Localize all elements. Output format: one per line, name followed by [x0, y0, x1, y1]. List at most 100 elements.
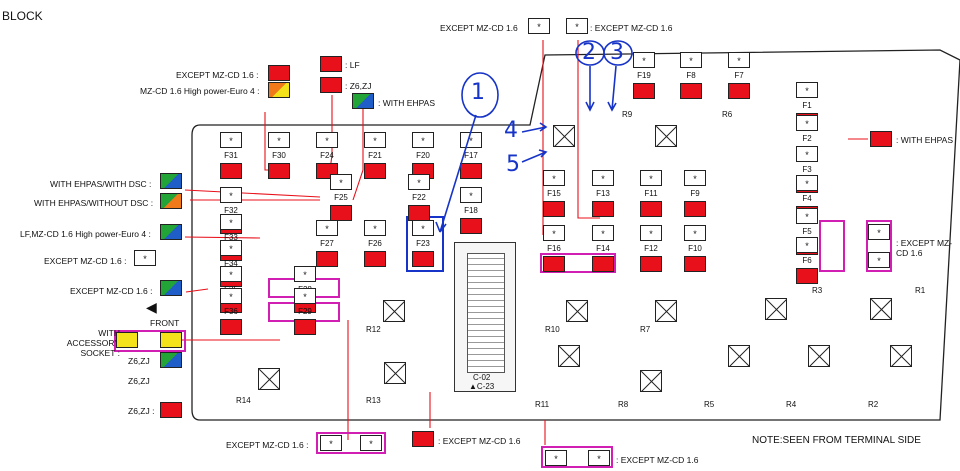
star-bottom-a1: * [320, 435, 342, 451]
fuse-f6-top: * [796, 237, 818, 253]
diagram-title: BLOCK [2, 9, 43, 23]
fuse-f34-top: * [220, 240, 242, 256]
chip-z6zj-c [160, 402, 182, 418]
relay-label-r13: R13 [366, 396, 381, 405]
fuse-label-f8: F8 [686, 71, 696, 80]
fuse-f6-bottom [796, 268, 818, 284]
connector-label-a: C-02 [473, 373, 491, 382]
relay-label-r9: R9 [622, 110, 633, 119]
fuse-label-f18: F18 [464, 206, 478, 215]
fuse-label-f14: F14 [596, 244, 610, 253]
fuse-f25-bottom [330, 205, 352, 221]
relay-label-r12: R12 [366, 325, 381, 334]
fuse-f11-top: * [640, 170, 662, 186]
fuse-f10-top: * [684, 225, 706, 241]
relay-label-r1: R1 [915, 286, 926, 295]
star-bottom-c2: * [588, 450, 610, 466]
relay-label-r4: R4 [786, 400, 797, 409]
fuse-label-f30: F30 [272, 151, 286, 160]
fuse-ehpas-top [352, 93, 374, 109]
fuse-red-chip [268, 65, 290, 81]
fuse-f30-bottom [268, 163, 290, 179]
fuse-f11-bottom [640, 201, 662, 217]
fuse-f24-top: * [316, 132, 338, 148]
label-lf: : LF [345, 60, 360, 70]
annotation-4: 4 [504, 118, 518, 143]
star-top-b: * [566, 18, 588, 34]
star-except1: * [134, 250, 156, 266]
fuse-label-f15: F15 [547, 189, 561, 198]
arrow-left-icon: ◀ [146, 299, 157, 315]
chip-accessory-b [160, 332, 182, 348]
fuse-f4-top: * [796, 175, 818, 191]
relay-r8 [640, 370, 662, 392]
fuse-f26-top: * [364, 220, 386, 236]
fuse-label-f29: F29 [298, 307, 312, 316]
fuse-label-f31: F31 [224, 151, 238, 160]
fuse-f12-top: * [640, 225, 662, 241]
relay-label-r11: R11 [535, 400, 550, 409]
annotation-2: 2 [582, 40, 596, 65]
highlight-except-bottom-left [316, 432, 386, 454]
relay-r1 [870, 298, 892, 320]
relay-label-r7: R7 [640, 325, 651, 334]
fuse-f26-bottom [364, 251, 386, 267]
label-except-bottom-a: EXCEPT MZ-CD 1.6 : [226, 440, 309, 450]
fuse-f19-bottom [633, 83, 655, 99]
fuse-f21-top: * [364, 132, 386, 148]
fuse-label-f3: F3 [802, 165, 812, 174]
relay-r12 [383, 300, 405, 322]
star-bottom-c1: * [545, 450, 567, 466]
fuse-f12-bottom [640, 256, 662, 272]
fuse-f19-top: * [633, 52, 655, 68]
label-accessory: WITH ACCESSORY SOCKET : [66, 328, 120, 358]
fuse-f20-top: * [412, 132, 434, 148]
chip-with-ehpas-right [870, 131, 892, 147]
fuse-f17-bottom [460, 163, 482, 179]
label-with-ehpas-top: : WITH EHPAS [378, 98, 435, 108]
relay-label-r10: R10 [545, 325, 560, 334]
fuse-f8-bottom [680, 83, 702, 99]
annotation-3: 3 [610, 40, 624, 65]
fuse-f36-top: * [220, 288, 242, 304]
relay-label-r14: R14 [236, 396, 251, 405]
relay-r2 [890, 345, 912, 367]
fuse-f8-top: * [680, 52, 702, 68]
chip-ehpas-no-dsc [160, 193, 182, 209]
relay-r13 [384, 362, 406, 384]
fuse-label-f33: F33 [224, 233, 238, 242]
fuse-label-f12: F12 [644, 244, 658, 253]
fuse-f9-bottom [684, 201, 706, 217]
relay-label-r3: R3 [812, 286, 823, 295]
annotation-5: 5 [506, 152, 520, 177]
relay-r9 [553, 125, 575, 147]
relay-r5 [728, 345, 750, 367]
fuse-f27-top: * [316, 220, 338, 236]
connector-c02: C-02 ▲C-23 [454, 242, 516, 392]
fuse-f27-bottom [316, 251, 338, 267]
fuse-f21-bottom [364, 163, 386, 179]
label-lf-high: LF,MZ-CD 1.6 High power-Euro 4 : [20, 229, 151, 239]
label-except2: EXCEPT MZ-CD 1.6 : [70, 286, 153, 296]
relay-r7 [655, 300, 677, 322]
fuse-label-f21: F21 [368, 151, 382, 160]
star-right-b: * [868, 252, 890, 268]
fuse-label-f17: F17 [464, 151, 478, 160]
fuse-f13-bottom [592, 201, 614, 217]
annotation-1: 1 [471, 80, 485, 105]
fuse-label-f6: F6 [802, 256, 812, 265]
fuse-f9-top: * [684, 170, 706, 186]
fuse-label-f22: F22 [412, 193, 426, 202]
label-z6zj-b: Z6,ZJ [128, 376, 150, 386]
fuse-f31-bottom [220, 163, 242, 179]
fuse-z6zj [320, 77, 342, 93]
label-except-bottom-c: : EXCEPT MZ-CD 1.6 [616, 455, 699, 465]
fuse-label-f23: F23 [416, 239, 430, 248]
chip-lf-high [160, 224, 182, 240]
fuse-label-f25: F25 [334, 193, 348, 202]
highlight-f16-f14 [540, 253, 616, 273]
fuse-f25-top: * [330, 174, 352, 190]
fuse-label-f34: F34 [224, 259, 238, 268]
fuse-label-f4: F4 [802, 194, 812, 203]
chip-except2 [160, 280, 182, 296]
